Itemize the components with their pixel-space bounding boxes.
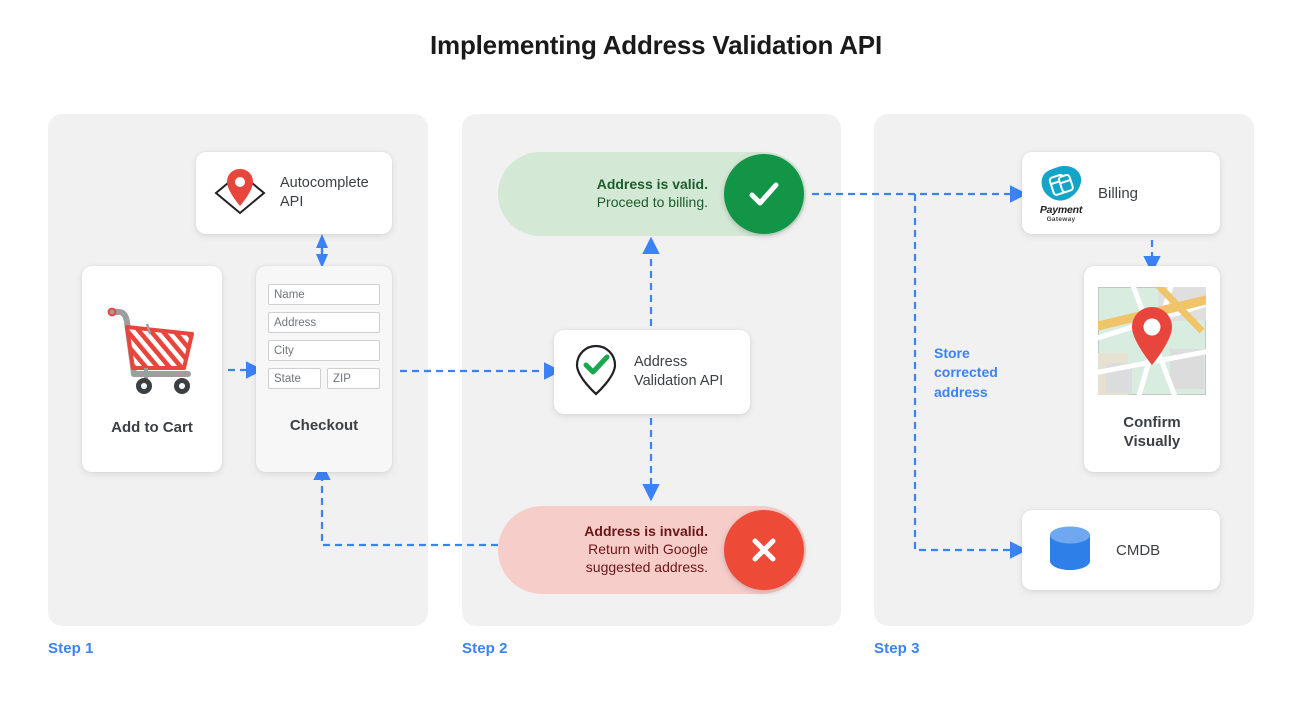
address-valid-line2: Proceed to billing. [596,194,708,210]
checkout-caption: Checkout [289,417,359,434]
state-zip-row: State ZIP [268,368,380,396]
address-valid-line1: Address is valid. [596,176,708,193]
billing-label: Billing [1098,184,1139,202]
address-invalid-line3: suggested address. [585,558,708,575]
page-title: Implementing Address Validation API [430,30,882,60]
confirm-caption-line2: Visually [1123,432,1181,450]
shopping-cart-icon [100,302,204,403]
database-cylinder-icon [1044,522,1096,579]
address-field[interactable]: Address [268,312,380,333]
check-icon [724,154,804,234]
billing-card[interactable]: Payment Gateway Billing [1022,152,1220,234]
cmdb-card[interactable]: CMDB [1022,510,1220,590]
name-field[interactable]: Name [268,284,380,305]
add-to-cart-card[interactable]: Add to Cart [82,266,222,472]
autocomplete-api-card[interactable]: Autocomplete API [196,152,392,234]
address-invalid-line1: Address is invalid. [584,523,708,540]
validation-label-line2: Validation API [634,373,724,389]
payment-gateway-logo-main: Payment [1039,203,1083,216]
city-field[interactable]: City [268,340,380,361]
step-2-label: Step 2 [462,640,508,657]
add-to-cart-caption: Add to Cart [111,418,193,436]
step-3-label: Step 3 [874,640,920,657]
map-pin-envelope-icon [210,165,270,222]
address-invalid-line2: Return with Google [588,541,708,558]
cmdb-label: CMDB [1116,541,1161,559]
validation-label-line1: Address [634,354,688,371]
close-x-icon [724,510,804,590]
checkout-card[interactable]: Name Address City State ZIP Checkout [256,266,392,472]
confirm-caption-line1: Confirm [1123,414,1181,432]
address-validation-api-label: Address Validation API [634,353,723,390]
map-thumbnail-icon [1092,280,1212,401]
payment-gateway-logo-sub: Gateway [1046,215,1076,223]
confirm-visually-caption: Confirm Visually [1123,414,1181,451]
zip-field[interactable]: ZIP [327,368,380,389]
autocomplete-api-label: Autocomplete API [280,175,369,210]
address-valid-pill: Address is valid. Proceed to billing. [498,152,806,236]
confirm-visually-card[interactable]: Confirm Visually [1084,266,1220,472]
step-1-label: Step 1 [48,640,94,657]
store-corrected-address-note: Store corrected address [934,345,998,400]
address-valid-text: Address is valid. Proceed to billing. [597,176,724,212]
address-invalid-pill: Address is invalid. Return with Google s… [498,506,806,594]
state-field[interactable]: State [268,368,321,389]
address-validation-api-card[interactable]: Address Validation API [554,330,750,414]
address-invalid-text: Address is invalid. Return with Google s… [584,523,724,577]
payment-gateway-logo-icon: Payment Gateway [1038,164,1084,223]
map-pin-check-icon [568,341,624,404]
